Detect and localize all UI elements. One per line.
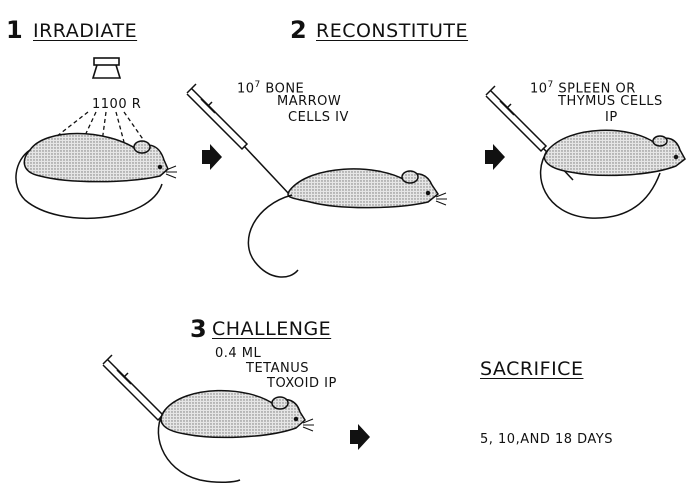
- arrow-icon-1: [202, 144, 222, 170]
- mouse-injected-icon: [541, 130, 685, 218]
- mouse-irradiated-icon: [16, 134, 177, 219]
- xray-source-icon: [93, 58, 120, 78]
- arrow-icon-2: [485, 144, 505, 170]
- syringe-icon-1: [187, 84, 290, 195]
- arrow-icon-3: [350, 424, 370, 450]
- mouse-challenged-icon: [158, 391, 314, 483]
- mouse-reconstituted-icon: [248, 169, 447, 277]
